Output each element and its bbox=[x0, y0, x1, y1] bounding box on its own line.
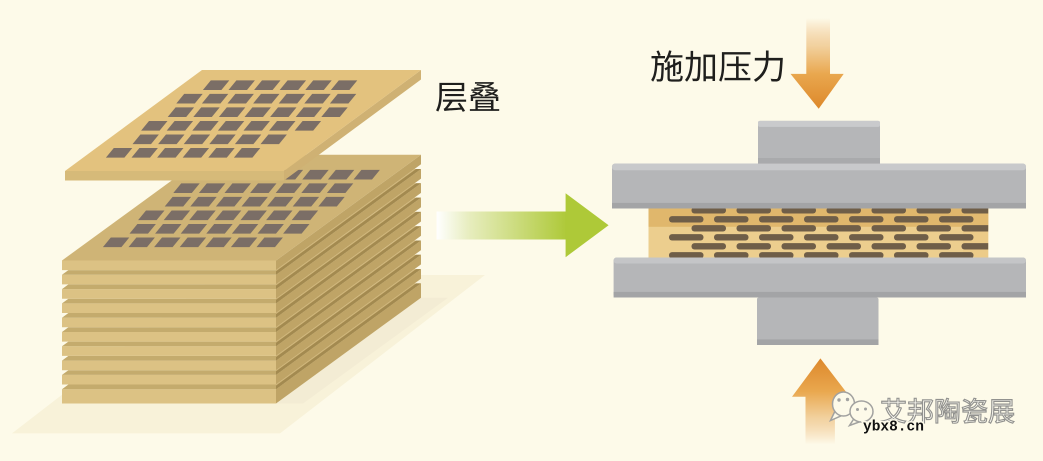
svg-text:ybx8.cn: ybx8.cn bbox=[863, 420, 924, 436]
